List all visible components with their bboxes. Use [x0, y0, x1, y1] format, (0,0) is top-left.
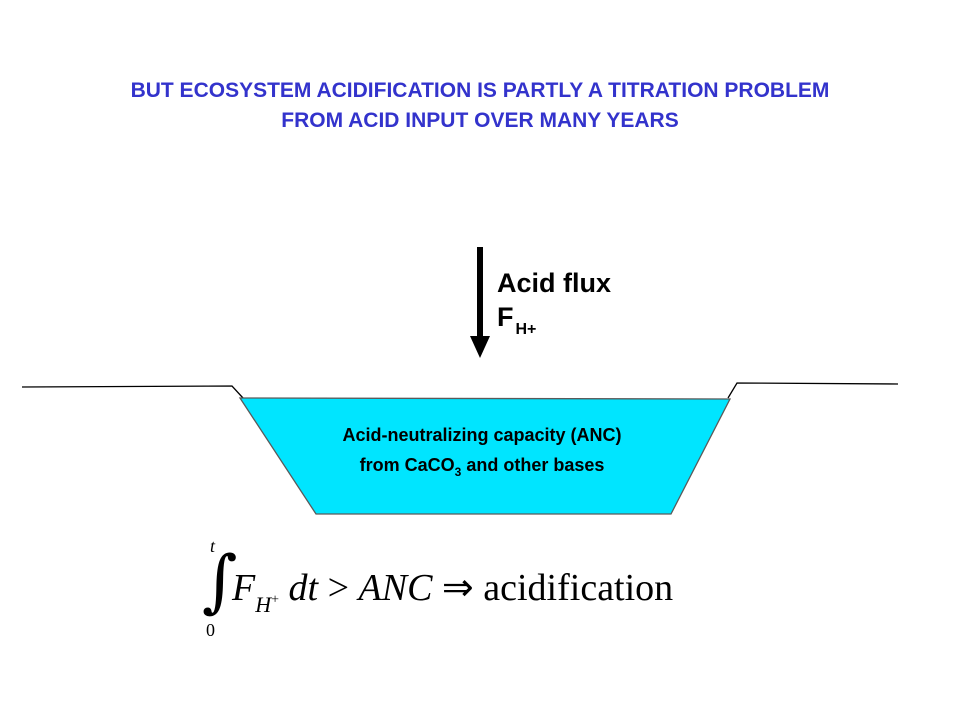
flux-symbol-subscript: H+	[515, 321, 537, 338]
title-line-1: BUT ECOSYSTEM ACIDIFICATION IS PARTLY A …	[130, 79, 830, 102]
ground-line-right	[727, 382, 899, 399]
equation-rhs: ANC	[358, 567, 433, 609]
anc-basin-label: Acid-neutralizing capacity (ANC) from Ca…	[262, 420, 702, 482]
differential: dt	[288, 567, 319, 609]
acid-flux-arrow	[470, 247, 490, 358]
ground-line-left	[21, 385, 244, 399]
anc-line-2-prefix: from CaCO	[359, 455, 455, 475]
anc-line-2-subscript: 3	[454, 465, 462, 479]
flux-symbol-letter: F	[497, 302, 514, 332]
integral-upper-limit: t	[210, 536, 216, 556]
integrand-symbol: F	[232, 567, 256, 609]
integrand-subscript-letter: H	[255, 592, 272, 617]
equation-result: acidification	[483, 567, 674, 609]
integral-lower-limit: 0	[206, 620, 215, 640]
acidification-equation: t ∫ 0 FH+ dt > ANC ⇒ acidification	[198, 536, 718, 646]
anc-line-2-suffix: and other bases	[461, 455, 605, 475]
anc-line-2: from CaCO3 and other bases	[262, 450, 702, 482]
arrow-head	[470, 336, 490, 358]
acid-flux-text: Acid flux	[497, 268, 612, 298]
integrand-subscript: H+	[255, 592, 279, 617]
integrand-superscript: +	[271, 592, 280, 608]
anc-line-1: Acid-neutralizing capacity (ANC)	[342, 425, 622, 445]
comparison-operator: >	[327, 567, 350, 609]
implies-symbol: ⇒	[441, 567, 474, 609]
anc-basin	[238, 397, 732, 515]
title-line-2: FROM ACID INPUT OVER MANY YEARS	[281, 109, 679, 132]
slide-title: BUT ECOSYSTEM ACIDIFICATION IS PARTLY A …	[0, 76, 960, 136]
equation-body: FH+ dt > ANC ⇒ acidification	[232, 566, 674, 617]
integral-sign: ∫	[202, 542, 238, 621]
arrow-shaft	[477, 247, 483, 339]
